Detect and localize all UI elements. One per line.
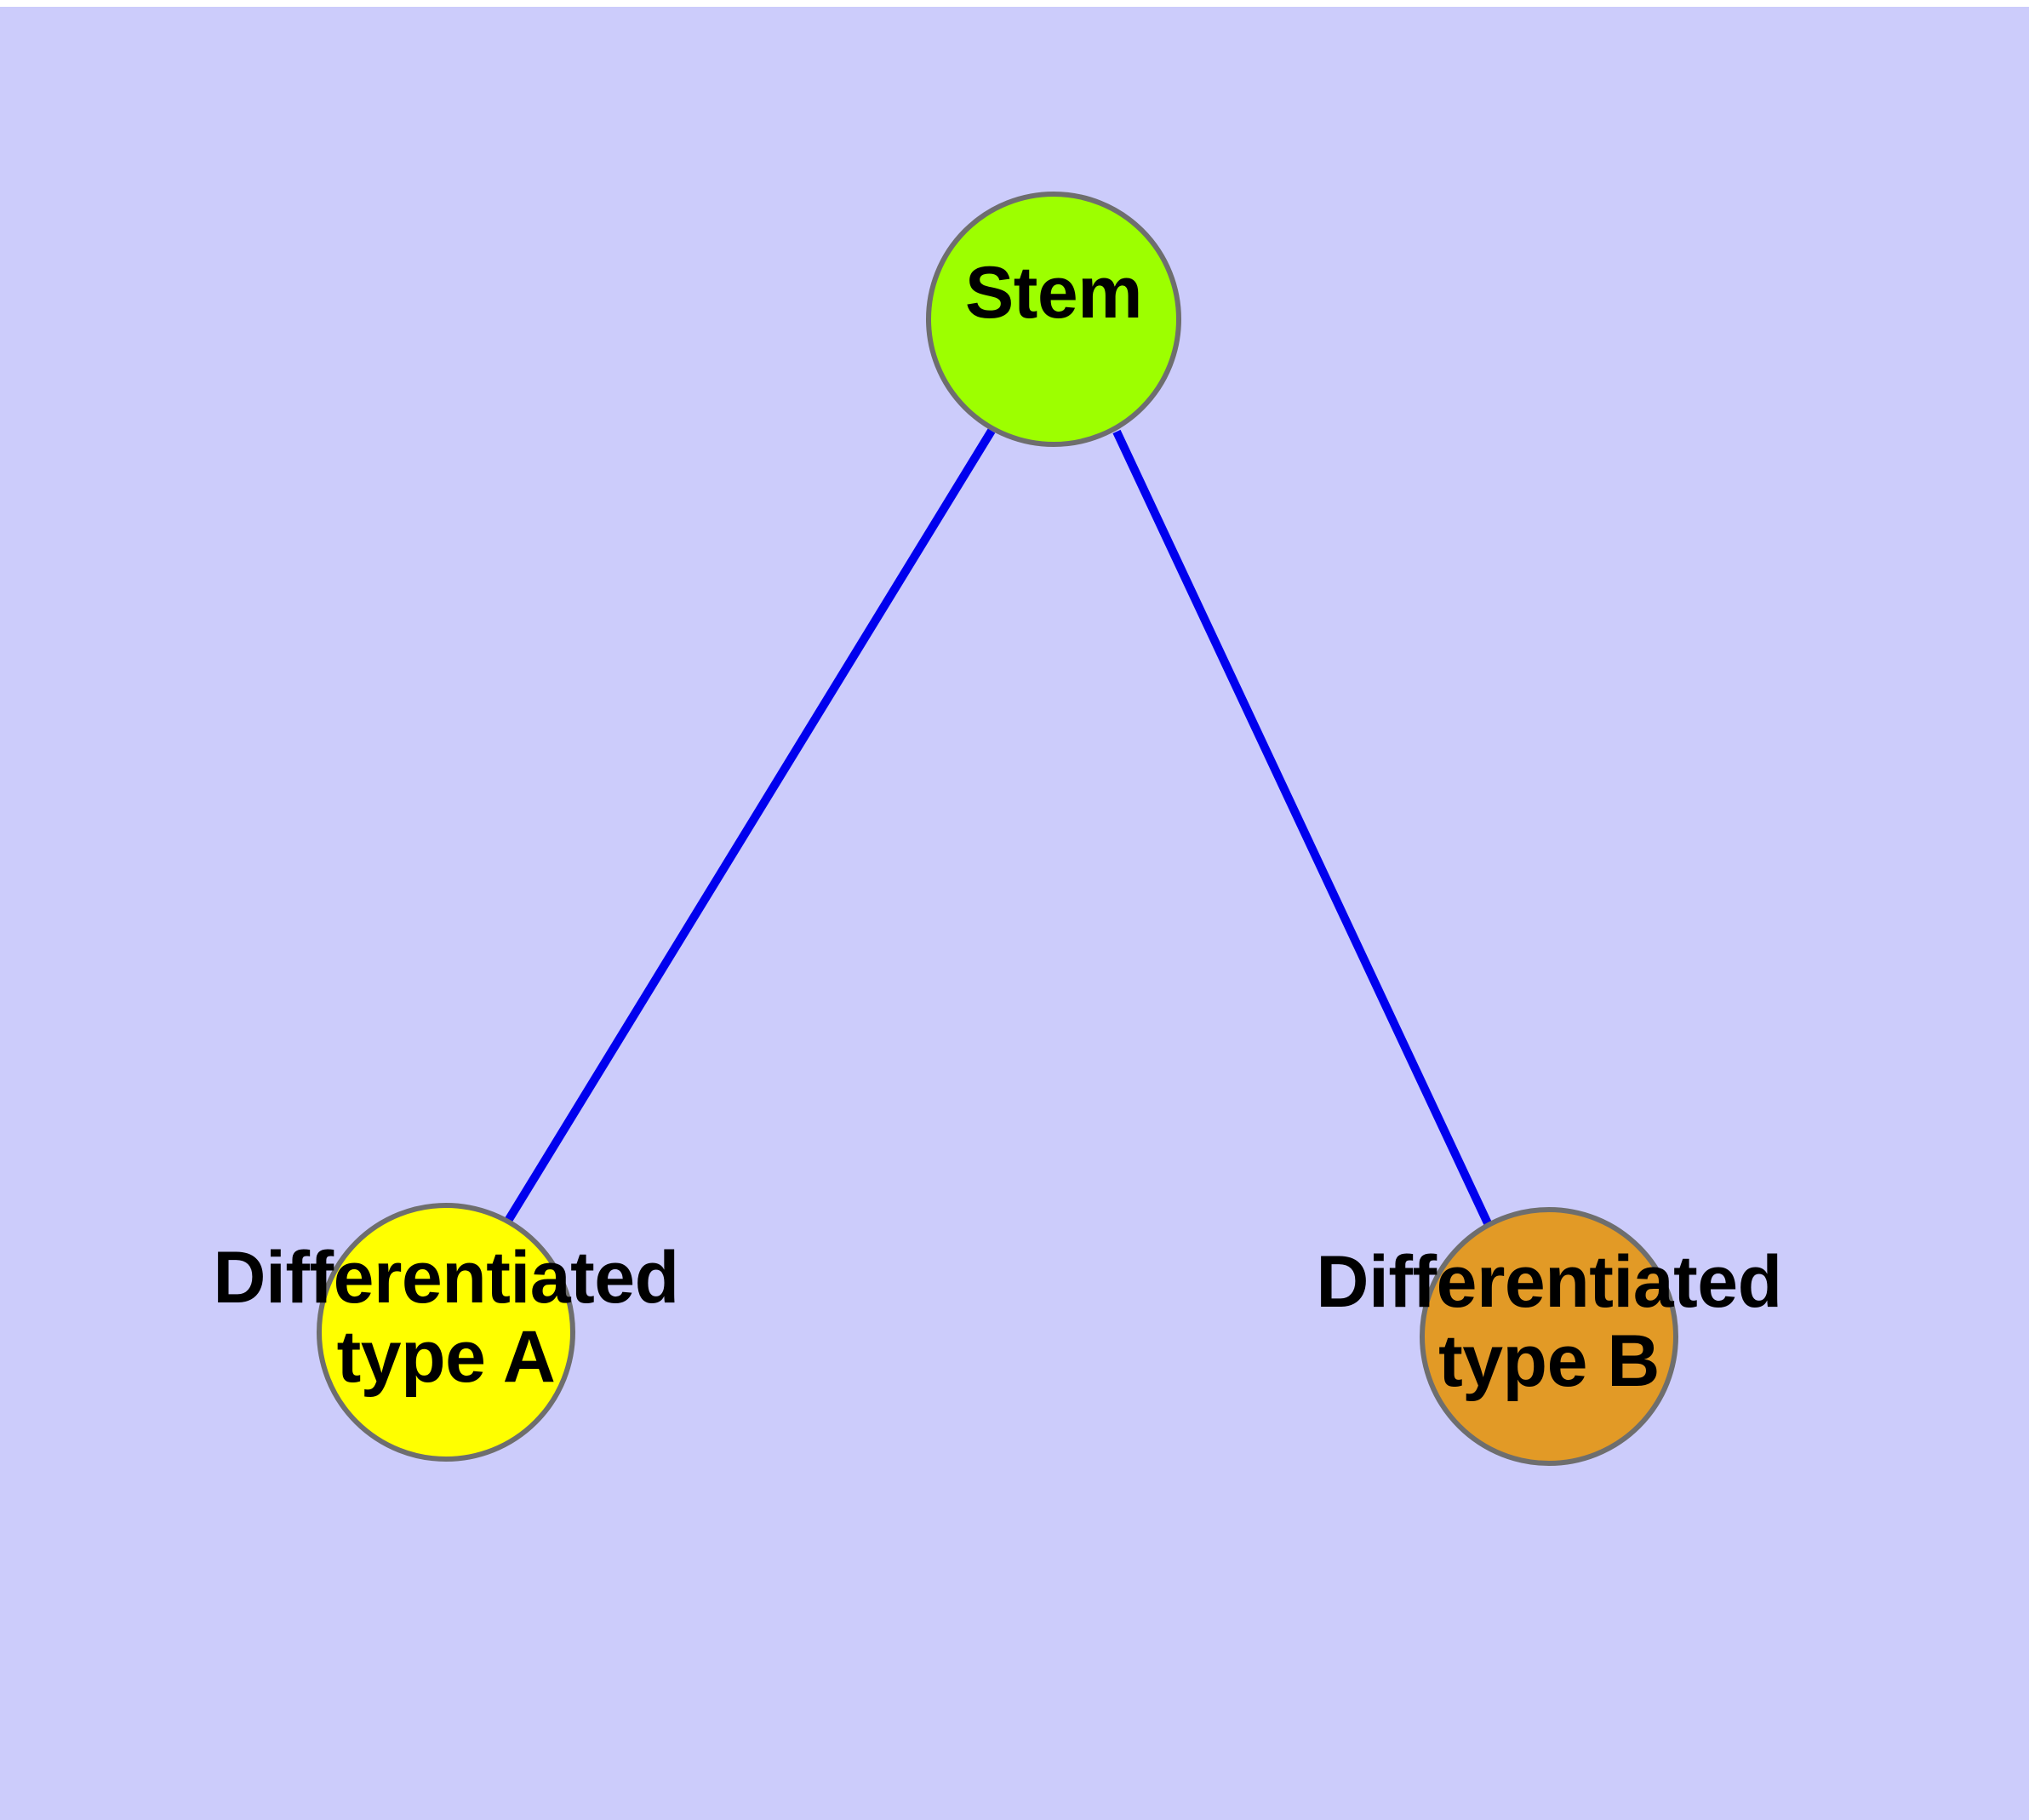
node-stem[interactable] xyxy=(926,192,1181,447)
edge-stem-to-type-b[interactable] xyxy=(1112,429,1492,1226)
node-differentiated-type-a[interactable] xyxy=(317,1203,575,1462)
edge-layer xyxy=(504,428,1492,1226)
node-differentiated-type-b[interactable] xyxy=(1420,1207,1678,1466)
edge-stem-to-type-a[interactable] xyxy=(504,428,996,1223)
node-layer xyxy=(317,192,1678,1466)
